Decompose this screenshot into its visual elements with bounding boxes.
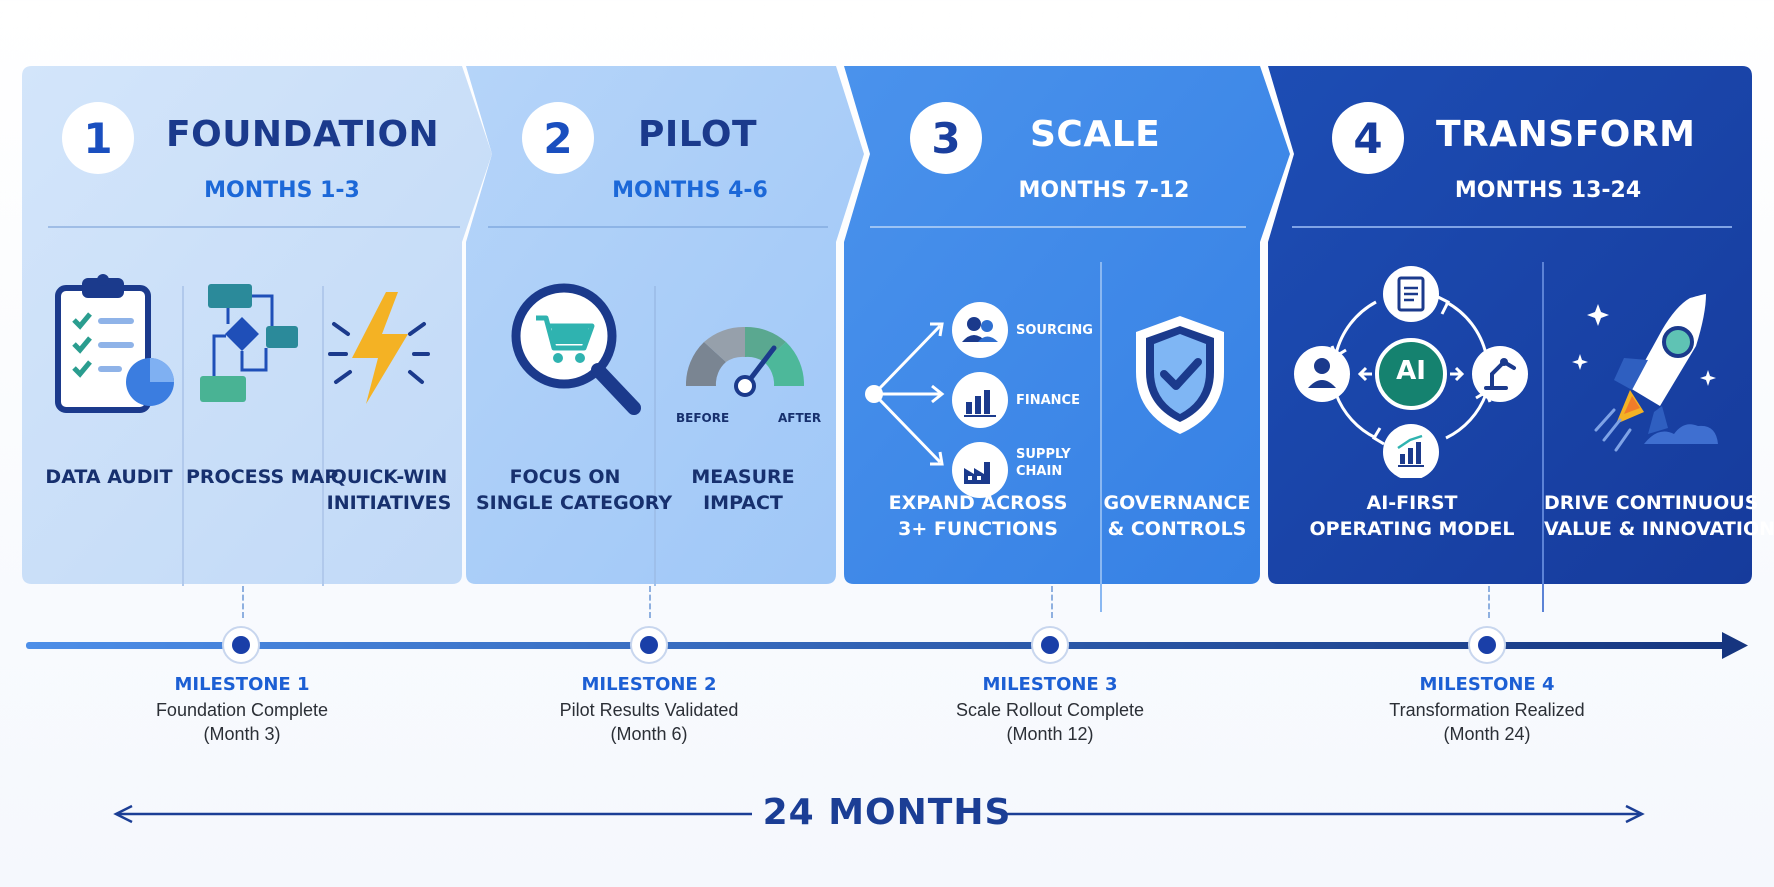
gauge-before-label: BEFORE	[676, 411, 730, 425]
rocket-icon	[1558, 274, 1736, 474]
phase-months: MONTHS 1-3	[204, 178, 360, 203]
factory-icon	[952, 442, 1008, 498]
phase-4-card: 4 TRANSFORM MONTHS 13-24	[1268, 66, 1774, 612]
connector-dash-4	[1488, 586, 1490, 618]
phase-months: MONTHS 13-24	[1454, 178, 1642, 203]
item-label-governance: GOVERNANCE & CONTROLS	[1103, 492, 1251, 540]
item-divider	[1100, 262, 1102, 612]
milestone-dot-4	[1468, 626, 1506, 664]
milestone-dot-3	[1031, 626, 1069, 664]
duration-arrow	[113, 804, 1645, 824]
function-sourcing: SOURCING	[1016, 323, 1093, 338]
item-label-measure: MEASURE IMPACT	[691, 466, 795, 514]
phase-number-badge: 3	[910, 102, 982, 174]
timeline-axis	[0, 620, 1774, 670]
lightning-bolt-icon	[324, 284, 436, 412]
milestone-dot-1	[222, 626, 260, 664]
phase-title: PILOT	[638, 114, 758, 155]
ai-cycle-icon	[1292, 262, 1530, 478]
phase-divider	[488, 226, 828, 228]
function-finance: FINANCE	[1016, 393, 1080, 408]
gauge-icon	[674, 306, 816, 402]
phase-1-card: 1 FOUNDATION MONTHS 1-3	[22, 66, 492, 586]
branch-arrows-icon	[860, 286, 950, 496]
bar-chart-icon	[952, 372, 1008, 428]
item-label-drive: DRIVE CONTINUOUS VALUE & INNOVATION	[1544, 492, 1774, 540]
item-label-ai-first: AI-FIRST OPERATING MODEL	[1309, 492, 1515, 540]
milestone-3: MILESTONE 3 Scale Rollout Complete (Mont…	[955, 674, 1145, 744]
item-label-quick-win: QUICK-WIN INITIATIVES	[326, 466, 452, 514]
item-divider	[322, 286, 324, 586]
phase-title: SCALE	[1030, 114, 1161, 155]
gauge-after-label: AFTER	[778, 411, 822, 425]
flowchart-icon	[196, 280, 308, 410]
milestone-dot-2	[630, 626, 668, 664]
phase-number-badge: 2	[522, 102, 594, 174]
item-divider	[654, 286, 656, 586]
phase-months: MONTHS 7-12	[1018, 178, 1190, 203]
people-icon	[952, 302, 1008, 358]
milestone-1: MILESTONE 1 Foundation Complete (Month 3…	[155, 674, 329, 744]
phase-number-badge: 4	[1332, 102, 1404, 174]
phase-number-badge: 1	[62, 102, 134, 174]
function-supply-chain: SUPPLY CHAIN	[1016, 447, 1071, 479]
phase-divider	[48, 226, 460, 228]
phase-2-card: 2 PILOT MONTHS 4-6 BEFORE AFTER FOCUS ON…	[466, 66, 864, 586]
item-label-process-map: PROCESS MAP	[186, 466, 339, 488]
phase-title: FOUNDATION	[166, 114, 440, 155]
shield-check-icon	[1126, 310, 1234, 440]
item-label-data-audit: DATA AUDIT	[45, 466, 173, 488]
ai-center-label: AI	[1396, 356, 1426, 386]
item-divider	[182, 286, 184, 586]
connector-dash-2	[649, 586, 651, 618]
magnifier-cart-icon	[506, 278, 646, 428]
clipboard-chart-icon	[52, 270, 184, 420]
phase-3-card: 3 SCALE MONTHS 7-12	[844, 66, 1290, 612]
item-label-focus: FOCUS ON SINGLE CATEGORY	[476, 466, 673, 514]
connector-dash-3	[1051, 586, 1053, 618]
item-divider	[1542, 262, 1544, 612]
item-label-expand: EXPAND ACROSS 3+ FUNCTIONS	[888, 492, 1068, 540]
milestone-2: MILESTONE 2 Pilot Results Validated (Mon…	[559, 674, 739, 744]
duration-label: 24 MONTHS	[762, 792, 1012, 833]
milestone-4: MILESTONE 4 Transformation Realized (Mon…	[1389, 674, 1585, 744]
phase-divider	[1292, 226, 1732, 228]
phase-divider	[870, 226, 1246, 228]
phase-months: MONTHS 4-6	[612, 178, 768, 203]
connector-dash-1	[242, 586, 244, 618]
phase-title: TRANSFORM	[1436, 114, 1696, 155]
